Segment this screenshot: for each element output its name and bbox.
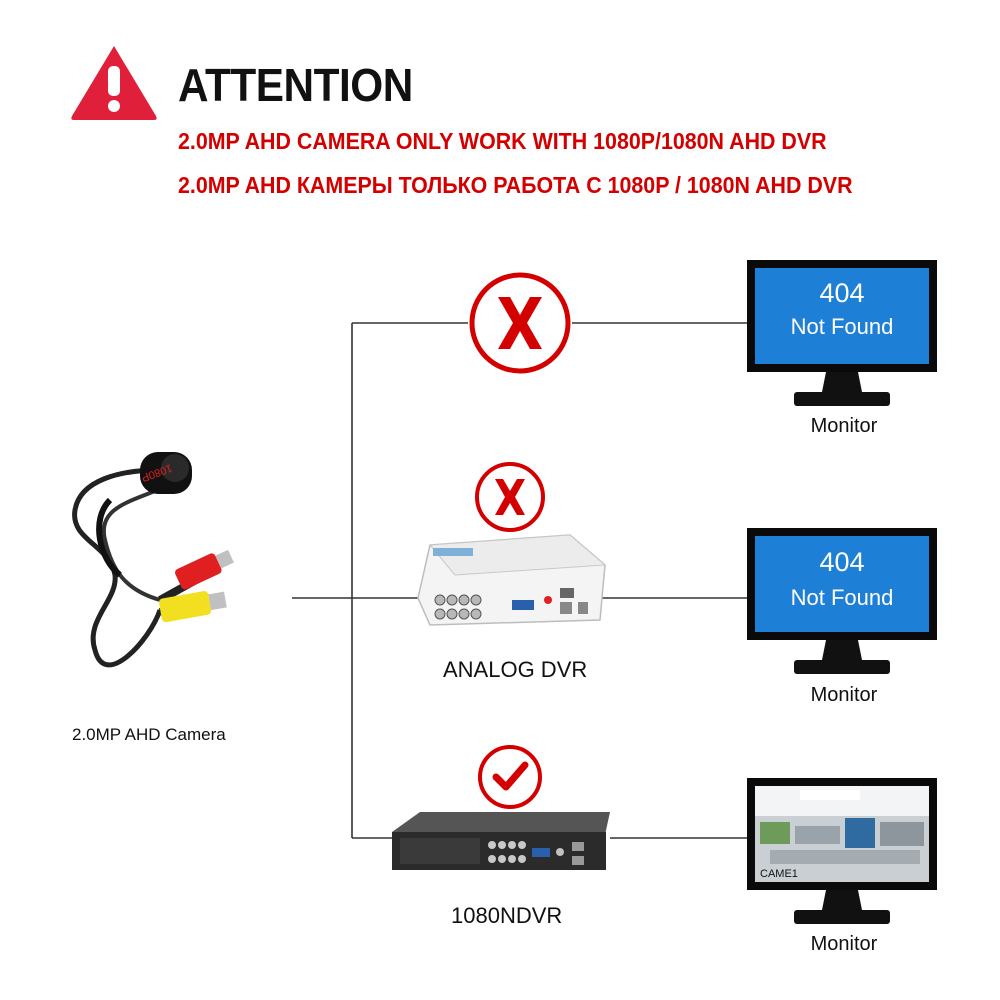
analog-dvr-label: ANALOG DVR — [443, 657, 588, 682]
warning-line-en: 2.0MP AHD CAMERA ONLY WORK WITH 1080P/10… — [178, 128, 827, 154]
ahd-dvr-label: 1080NDVR — [451, 903, 563, 928]
monitor-2-label: Monitor — [810, 684, 878, 706]
page-title: ATTENTION — [178, 59, 413, 111]
x-icon — [469, 272, 571, 374]
monitor-2-line2: Not Found — [791, 585, 894, 610]
monitor-3-overlay: CAME1 — [760, 868, 798, 880]
monitor-1: 404 Not Found — [747, 260, 937, 406]
monitor-1-line2: Not Found — [791, 314, 894, 339]
connection-lines — [292, 322, 752, 839]
x-icon — [475, 462, 545, 532]
check-icon — [478, 745, 542, 809]
camera-label: 2.0MP AHD Camera — [72, 725, 226, 744]
monitor-3: CAME1 — [747, 778, 937, 924]
monitor-1-line1: 404 — [819, 278, 864, 308]
monitor-2-line1: 404 — [819, 547, 864, 577]
analog-dvr-image — [417, 534, 607, 626]
ahd-dvr-image — [392, 812, 610, 870]
monitor-1-label: Monitor — [810, 415, 878, 437]
warning-icon — [71, 46, 157, 120]
monitor-2: 404 Not Found — [747, 528, 937, 674]
camera-image: 1080P — [72, 452, 234, 668]
warning-line-ru: 2.0MP AHD КАМЕРЫ ТОЛЬКО РАБОТА С 1080P /… — [178, 172, 853, 198]
monitor-3-label: Monitor — [810, 933, 878, 955]
